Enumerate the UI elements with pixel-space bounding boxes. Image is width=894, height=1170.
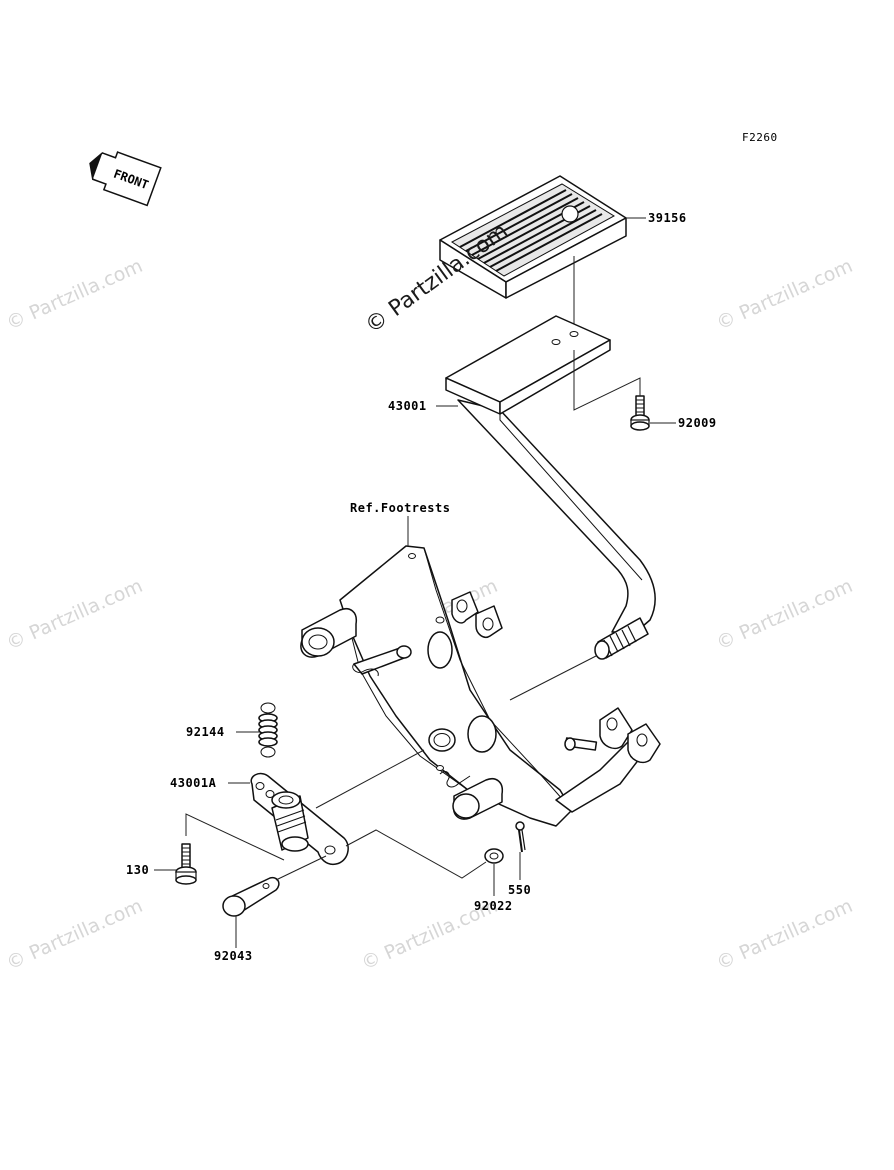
callout-39156[interactable]: 39156 (648, 211, 687, 225)
part-callouts: 39156 43001 92009 Ref.Footrests 92144 43… (126, 211, 717, 963)
spring-92144[interactable] (258, 702, 278, 758)
callout-92022[interactable]: 92022 (474, 899, 513, 913)
callout-92144[interactable]: 92144 (186, 725, 225, 739)
watermark: © Partzilla.com (713, 575, 856, 655)
bolt-130[interactable] (175, 843, 197, 885)
pedal-pad-39156[interactable]: © Partzilla.com (361, 175, 627, 339)
front-arrow-icon: FRONT (89, 151, 162, 207)
callout-550[interactable]: 550 (508, 883, 531, 897)
clevis-pin-92043[interactable] (222, 876, 280, 917)
watermark: © Partzilla.com (713, 255, 856, 335)
ref-footrests-label: Ref.Footrests (350, 501, 450, 515)
footrest-bracket-reference (300, 545, 661, 827)
brake-pedal-43001[interactable] (445, 315, 656, 660)
callout-92043[interactable]: 92043 (214, 949, 253, 963)
watermark: © Partzilla.com (713, 895, 856, 975)
callout-92009[interactable]: 92009 (678, 416, 717, 430)
cotter-pin-550[interactable] (515, 821, 526, 853)
watermark: © Partzilla.com (3, 255, 146, 335)
figure-code: F2260 (742, 131, 778, 144)
watermark: © Partzilla.com (3, 575, 146, 655)
bolt-92009[interactable] (630, 395, 650, 431)
callout-43001[interactable]: 43001 (388, 399, 427, 413)
callout-43001A[interactable]: 43001A (170, 776, 217, 790)
lever-43001A[interactable] (250, 772, 349, 866)
washer-92022[interactable] (484, 848, 504, 864)
watermark: © Partzilla.com (3, 895, 146, 975)
callout-130[interactable]: 130 (126, 863, 149, 877)
